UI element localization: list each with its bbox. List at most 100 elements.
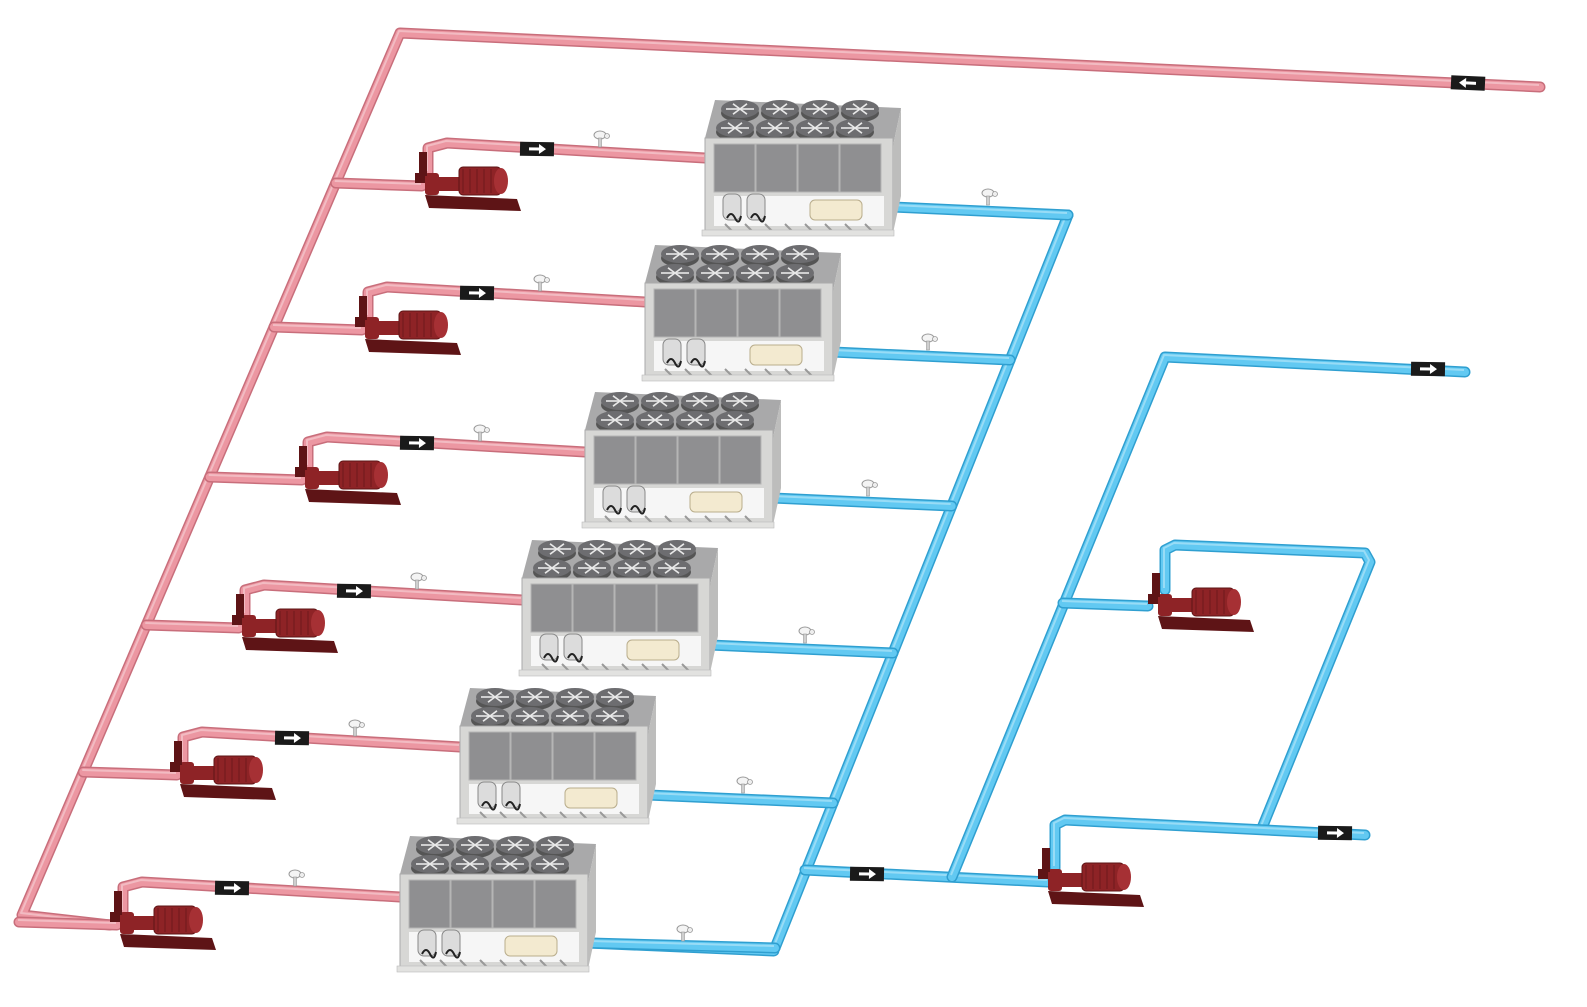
pump-icon — [355, 296, 461, 355]
pump-discharge-to-chiller-fill — [424, 139, 709, 177]
coil-panel — [450, 879, 493, 929]
pump-motor-end — [374, 462, 388, 488]
hot-branch-to-pump-fill — [15, 918, 121, 929]
fan-blade — [739, 103, 748, 110]
fan-blade — [427, 844, 436, 851]
pump-base — [180, 784, 276, 800]
refrigerant-line — [567, 653, 583, 663]
temperature-sensor-icon — [921, 333, 938, 351]
fan-blade — [596, 548, 605, 555]
chiller-supply-branch-highlight — [708, 642, 892, 652]
pump-suction-flange — [232, 615, 242, 625]
evaporator — [749, 344, 803, 366]
fan-blade — [467, 839, 476, 846]
coil-panel — [408, 879, 451, 929]
fan-blade — [732, 108, 741, 115]
pump-motor-end — [311, 610, 325, 636]
coil-panel — [839, 143, 882, 193]
arrow-glyph — [283, 733, 301, 744]
flow-direction-arrow-icon — [849, 866, 885, 882]
fan-blade — [609, 710, 618, 717]
temperature-sensor-icon — [348, 719, 365, 737]
fan-blade — [712, 248, 721, 255]
fan-blade — [647, 419, 656, 426]
fan-blade — [549, 548, 558, 555]
fan-blade — [482, 715, 491, 722]
chiller-supply-branch-fill — [644, 791, 837, 807]
fan-blade — [647, 414, 656, 421]
temperature-sensor-icon — [533, 274, 550, 292]
fan-blade — [607, 414, 616, 421]
fan-blade — [667, 267, 676, 274]
pump-volute — [242, 615, 256, 637]
chiller-side — [648, 696, 656, 821]
fan-blade — [522, 710, 531, 717]
coil-panel — [572, 583, 615, 633]
hot-branch-to-pump-highlight — [82, 769, 177, 774]
hot-water-piping — [13, 27, 1546, 931]
fan-blade — [692, 395, 701, 402]
pump-suction-flange — [170, 762, 180, 772]
coil-panel — [552, 731, 595, 781]
fan-blade — [567, 696, 576, 703]
fan-blade — [774, 127, 783, 134]
hot-branch-to-pump-highlight — [17, 919, 117, 924]
hot-branch-to-pump-fill — [79, 768, 181, 779]
hot-branch-to-pump-fill — [142, 621, 243, 632]
chiller-supply-branch-fill — [889, 203, 1072, 219]
chilled-supply-riser-highlight — [773, 212, 1068, 947]
secondary-pump-loop-fill — [1161, 541, 1374, 832]
sensor-knob — [809, 629, 815, 635]
sensor-knob — [604, 133, 610, 139]
fan-blade — [814, 127, 823, 134]
fan-blade — [427, 839, 436, 846]
fan-blade — [734, 419, 743, 426]
fan-blade — [859, 108, 868, 115]
flow-direction-arrow-icon — [1317, 825, 1353, 841]
hot-branch-to-pump-fill — [205, 473, 306, 484]
branch-to-secondary-pump-fill — [1059, 599, 1152, 610]
arrow-glyph — [408, 438, 426, 449]
evaporator — [626, 639, 680, 661]
pump-motor-end — [434, 312, 448, 338]
fan-blade — [787, 267, 796, 274]
fan-blade — [767, 127, 776, 134]
fan-blade — [754, 272, 763, 279]
fan-blade — [712, 253, 721, 260]
air-cooled-chiller-icon — [641, 245, 841, 382]
coil-panel — [737, 288, 780, 338]
pump-discharge-to-chiller-fill — [179, 728, 464, 766]
fan-blade — [752, 248, 761, 255]
fan-blade — [542, 858, 551, 865]
fan-blade — [727, 419, 736, 426]
pump-coupling — [379, 321, 399, 335]
refrigerant-line — [421, 949, 437, 959]
coil-panel — [468, 731, 511, 781]
pump-volute — [1048, 869, 1062, 891]
fan-blade — [574, 691, 583, 698]
fan-blade — [847, 122, 856, 129]
air-cooled-chiller-icon — [701, 100, 901, 237]
fan-blade — [739, 400, 748, 407]
fan-blade — [734, 414, 743, 421]
compressor — [563, 633, 583, 661]
coil-panel — [713, 143, 756, 193]
fan-blade — [544, 562, 553, 569]
fan-blade — [667, 272, 676, 279]
fan-blade — [727, 414, 736, 421]
coil-panel — [719, 435, 762, 485]
arrow-glyph — [468, 288, 486, 299]
compressor — [417, 929, 437, 957]
compressor — [722, 193, 742, 221]
pump-motor-end — [249, 757, 263, 783]
fan-blade — [629, 543, 638, 550]
fan-blade — [807, 122, 816, 129]
sensor-knob — [992, 191, 998, 197]
pump-base — [1048, 891, 1144, 907]
fan-blade — [852, 103, 861, 110]
fan-blade — [759, 248, 768, 255]
pump-base — [425, 195, 521, 211]
coil-panel — [653, 288, 696, 338]
pump-discharge-flange — [1042, 848, 1050, 872]
